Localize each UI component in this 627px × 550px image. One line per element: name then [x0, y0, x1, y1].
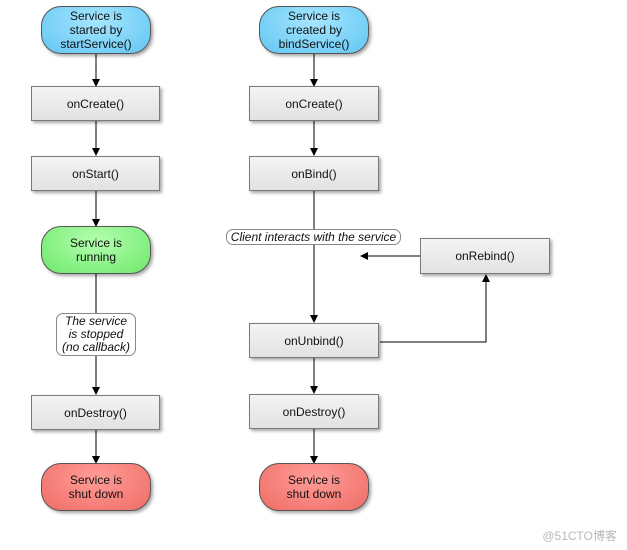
onbind-box: onBind()	[249, 156, 379, 191]
oncreate-box-right: onCreate()	[249, 86, 379, 121]
onunbind-box: onUnbind()	[249, 323, 379, 358]
client-interacts-note: Client interacts with the service	[226, 229, 401, 245]
service-stopped-note: The service is stopped (no callback)	[56, 313, 136, 356]
service-running-state: Service is running	[41, 226, 151, 274]
arrow-onunbind-to-onrebind	[380, 274, 490, 343]
onrebind-box: onRebind()	[420, 238, 550, 274]
watermark-text: @51CTO博客	[542, 529, 617, 543]
oncreate-box-left: onCreate()	[31, 86, 160, 121]
onstart-box: onStart()	[31, 156, 160, 191]
bind-service-state: Service is created by bindService()	[259, 6, 369, 54]
service-shutdown-state-right: Service is shut down	[259, 463, 369, 511]
ondestroy-box-right: onDestroy()	[249, 394, 379, 429]
service-shutdown-state-left: Service is shut down	[41, 463, 151, 511]
ondestroy-box-left: onDestroy()	[31, 395, 160, 430]
start-service-state: Service is started by startService()	[41, 6, 151, 54]
